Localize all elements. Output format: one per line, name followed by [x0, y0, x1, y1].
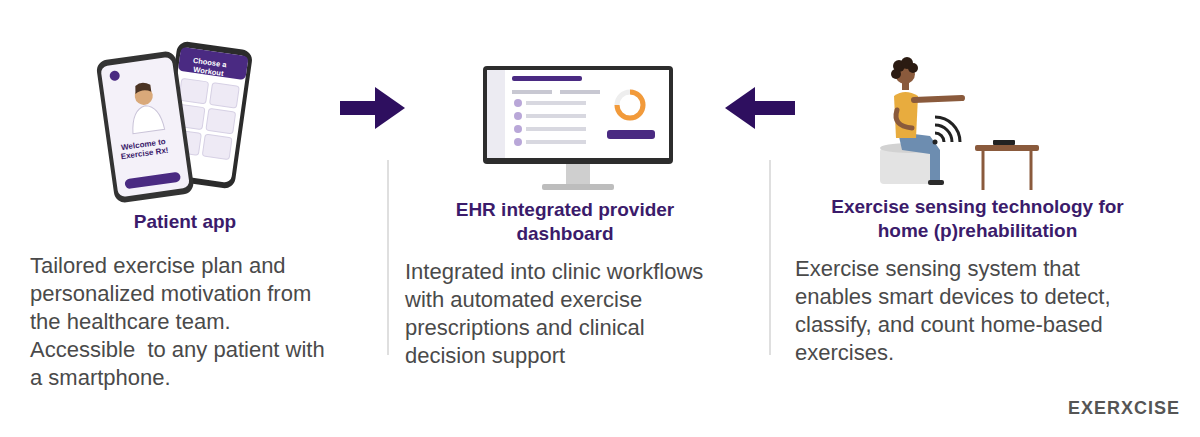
- arrow-head: [375, 87, 405, 129]
- column-separator: [769, 160, 771, 355]
- column-separator: [387, 160, 389, 355]
- column-node: Patient appTailored exercise plan and pe…: [30, 40, 340, 392]
- monitor-illustration: [483, 66, 673, 190]
- node-heading: Exercise sensing technology for home (p)…: [808, 195, 1148, 243]
- flow-arrow: [725, 87, 795, 129]
- node-description: Tailored exercise plan and personalized …: [30, 252, 340, 392]
- column-node: Exercise sensing technology for home (p)…: [795, 40, 1160, 367]
- arrow-head: [725, 87, 755, 129]
- node-description: Integrated into clinic workflows with au…: [405, 258, 725, 370]
- brand-logo: EXERXCISE: [1010, 398, 1180, 419]
- flow-arrow: [340, 87, 405, 129]
- node-heading: Patient app: [35, 210, 335, 234]
- arrow-shaft: [340, 101, 377, 115]
- phone-illustration: [96, 50, 195, 204]
- person-illustration: [880, 57, 1039, 190]
- arrow-shaft: [753, 101, 795, 115]
- node-description: Exercise sensing system that enables sma…: [795, 255, 1160, 367]
- column-node: EHR integrated provider dashboardIntegra…: [405, 40, 725, 370]
- node-heading: EHR integrated provider dashboard: [435, 198, 695, 246]
